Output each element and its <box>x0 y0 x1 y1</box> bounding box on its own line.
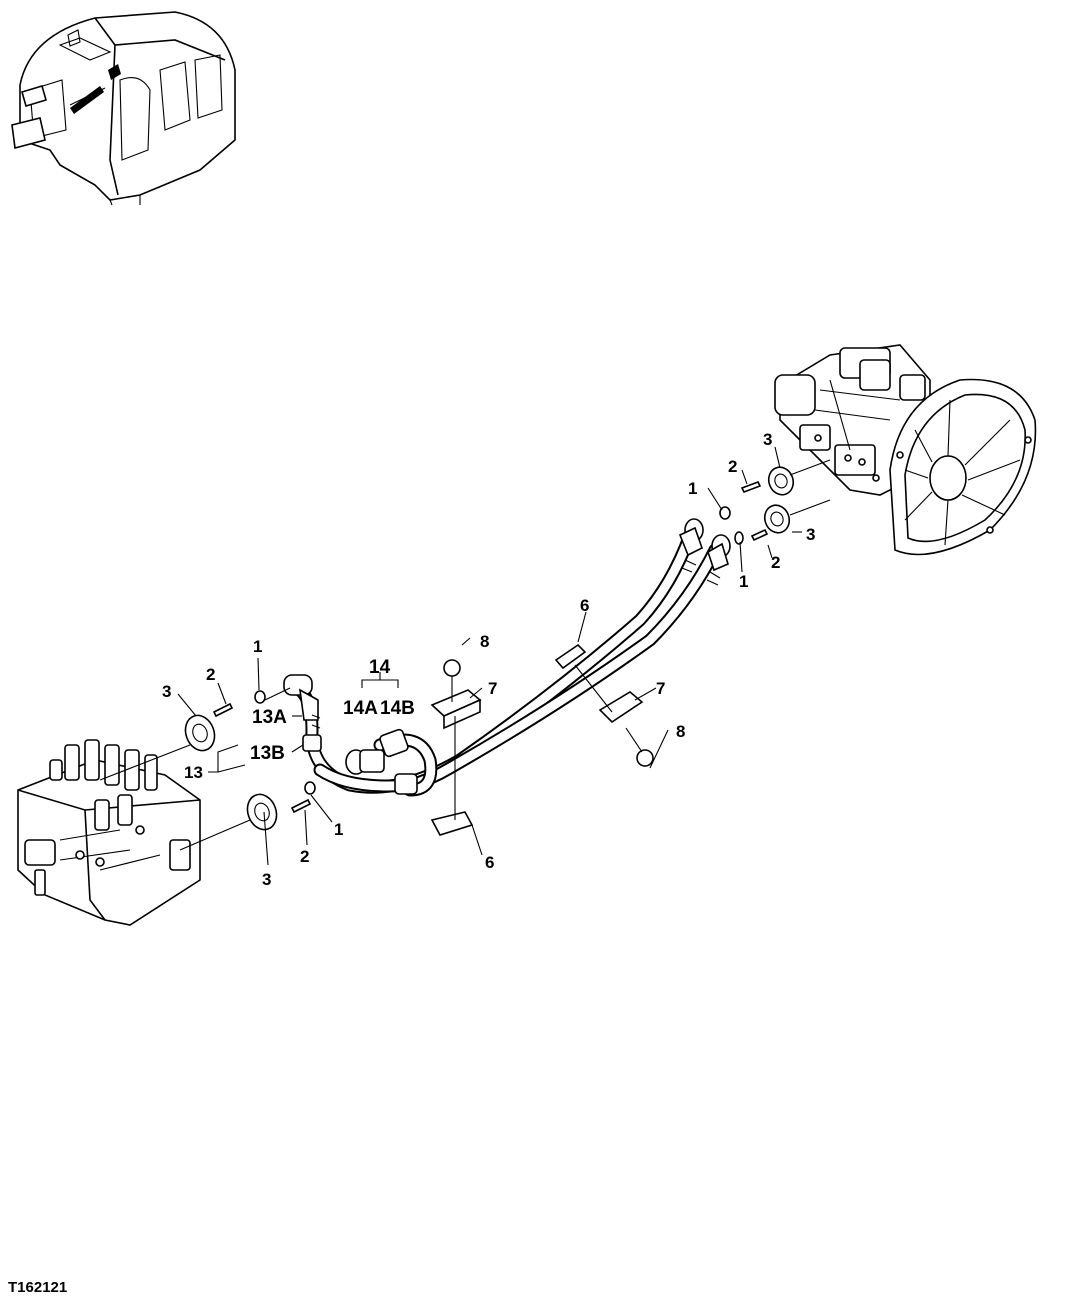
callout-2-left-lower: 2 <box>300 847 309 866</box>
figure-id: T162121 <box>8 1279 67 1296</box>
callout-7-left: 7 <box>488 679 497 698</box>
callout-13b: 13B <box>250 743 285 764</box>
callout-3-left-lower: 3 <box>262 870 271 889</box>
callout-6-upper: 6 <box>580 596 589 615</box>
callout-1-left-upper: 1 <box>253 637 262 656</box>
flanges-and-bolts <box>99 459 831 851</box>
callout-3-right-upper: 3 <box>763 430 772 449</box>
callout-13a: 13A <box>252 707 287 728</box>
leader-lines <box>177 446 802 866</box>
callout-8-left: 8 <box>480 632 489 651</box>
hydraulic-pump <box>774 344 1037 556</box>
callout-3-left-upper: 3 <box>162 682 171 701</box>
callout-2-right-upper: 2 <box>728 457 737 476</box>
callout-14b: 14B <box>380 698 415 719</box>
hose-assemblies <box>283 518 731 797</box>
callout-6-lower: 6 <box>485 853 494 872</box>
hose-clamps <box>430 643 654 836</box>
control-valve <box>17 739 201 926</box>
callout-1-right-upper: 1 <box>688 479 697 498</box>
callout-13: 13 <box>184 763 203 782</box>
callout-14a: 14A <box>343 698 378 719</box>
callout-1-left-lower: 1 <box>334 820 343 839</box>
callout-8-right: 8 <box>676 722 685 741</box>
callout-1-right-lower: 1 <box>739 572 748 591</box>
callout-2-left-upper: 2 <box>206 665 215 684</box>
callout-2-right-lower: 2 <box>771 553 780 572</box>
callout-14: 14 <box>369 657 391 678</box>
machine-locator-illustration <box>11 11 236 206</box>
callout-3-right-lower: 3 <box>806 525 815 544</box>
callout-7-right: 7 <box>656 679 665 698</box>
